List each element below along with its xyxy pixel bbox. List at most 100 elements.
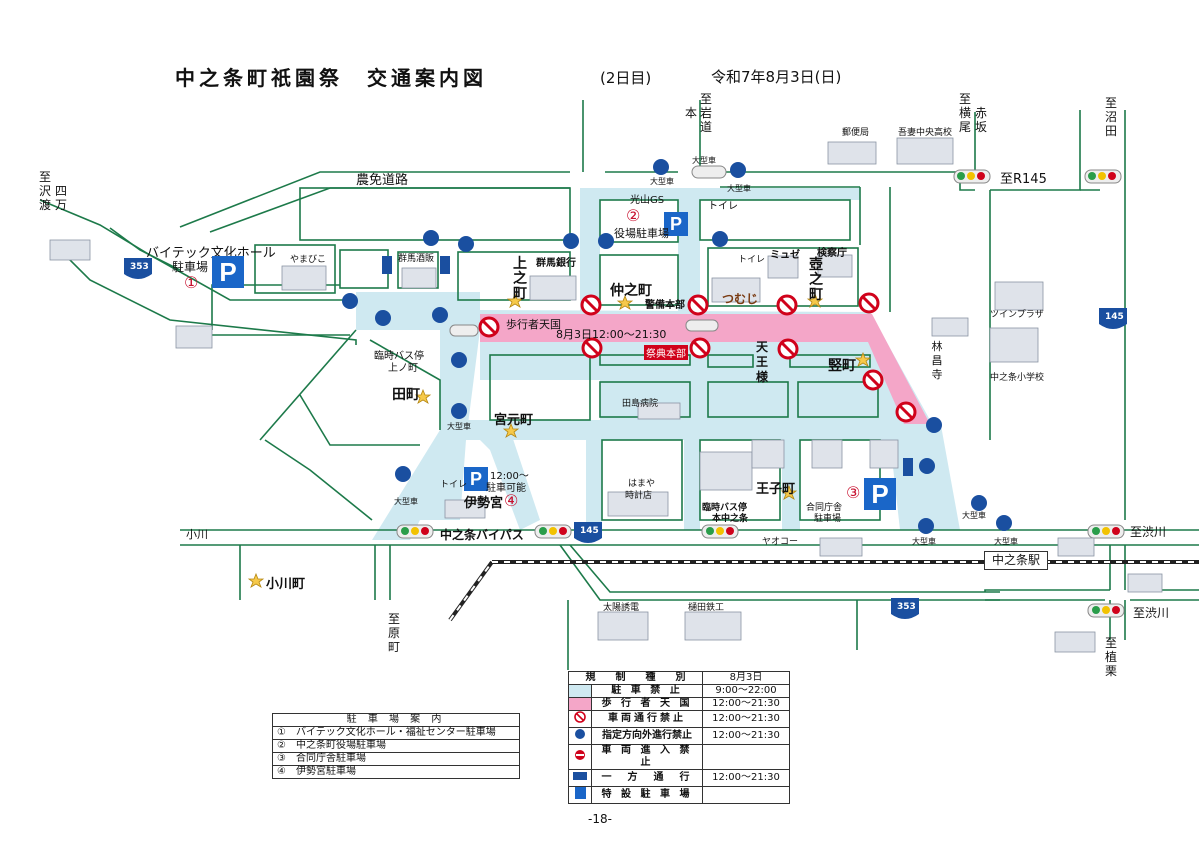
regulation-legend: 規 制 種 別 8月3日 駐 車 禁 止 9:00～22:00 歩 行 者 天 … [568, 671, 790, 804]
label-gocho-parking: 駐車場 [814, 514, 842, 524]
direction-shibukawa-1: 至渋川 [1130, 525, 1167, 539]
legend-time: 12:00～21:30 [702, 710, 790, 728]
route-145-bypass: 145 [580, 526, 599, 536]
legend-time [702, 744, 790, 770]
label-gas-station: 光山GS [630, 195, 665, 206]
label-post-office: 郵便局 [842, 128, 870, 138]
one-way-signs [382, 256, 913, 476]
parking-icon-4: P [464, 467, 488, 491]
route-353-west: 353 [130, 262, 149, 272]
direction-shima: 至沢渡 [38, 170, 51, 212]
large-vehicle-6: 大型車 [912, 537, 936, 546]
legend-time: 12:00～21:30 [702, 727, 790, 745]
label-hida-tekko: 樋田鉄工 [688, 603, 725, 613]
town-nakanomachi: 仲之町 [610, 283, 652, 299]
label-high-school: 吾妻中央高校 [898, 128, 953, 138]
town-tenno: 天王様 [755, 340, 768, 384]
label-yaoko: ヤオコー [762, 537, 799, 547]
legend-name: 車両通行禁止 [591, 710, 703, 728]
town-miyamoto: 宮元町 [494, 413, 534, 428]
label-elementary: 中之条小学校 [990, 373, 1045, 383]
town-tsuboicho: 壺之町 [809, 257, 823, 303]
legend-name: 歩 行 者 天 国 [591, 697, 703, 711]
route-145-east: 145 [1105, 312, 1124, 322]
map-subtitle: (2日目) [600, 69, 652, 87]
legend-swatch-no-vehicle [568, 710, 592, 728]
road-lines [39, 100, 1199, 670]
parking-guide-item: ③ 合同庁舎駐車場 [272, 752, 520, 766]
direction-numata: 至沼田 [1104, 96, 1117, 138]
event-date: 令和7年8月3日(日) [711, 68, 842, 86]
parking-number-2: ② [626, 206, 641, 225]
legend-time: 9:00～22:00 [702, 684, 790, 698]
direction-r145: 至R145 [1000, 172, 1047, 187]
legend-name: 特 設 駐 車 場 [591, 786, 703, 804]
label-bus-kaminomachi-2: 上ノ町 [388, 363, 418, 374]
direction-yokoo: 至横尾 [958, 92, 971, 134]
legend-name: 指定方向外進行禁止 [591, 727, 703, 745]
label-hamaya-2: 時計店 [625, 491, 653, 501]
label-office-parking: 役場駐車場 [614, 227, 669, 240]
large-vehicle-5: 大型車 [394, 497, 418, 506]
town-isemiya: 伊勢宮 [464, 496, 504, 511]
direction-ueki: 至植栗 [1104, 636, 1117, 678]
label-tsumuji: つむじ [722, 292, 759, 306]
road-ogawa: 小川 [186, 528, 208, 541]
label-rinshoji: 林昌寺 [931, 340, 943, 381]
label-toilet-2: トイレ [738, 255, 766, 265]
label-bus-honnakanojo-2: 本中之条 [712, 514, 749, 524]
direction-akasaka: 赤坂 [974, 106, 987, 134]
label-bus-honnakanojo: 臨時バス停 [702, 503, 748, 513]
label-pedestrian-time: 8月3日12:00～21:30 [556, 328, 667, 341]
parking-number-4: ④ [504, 491, 519, 510]
direction-shibukawa-2: 至渋川 [1133, 606, 1170, 620]
town-tatemachi: 竪町 [828, 358, 856, 374]
map-title: 中之条町祇園祭 交通案内図 [175, 66, 487, 90]
page-number: -18- [588, 812, 612, 826]
legend-swatch-no-parking [568, 684, 592, 698]
legend-time: 12:00～21:30 [702, 697, 790, 711]
legend-header-date: 8月3日 [702, 671, 790, 685]
large-vehicle-2: 大型車 [692, 156, 716, 165]
parking-guide-item: ④ 伊勢宮駐車場 [272, 765, 520, 779]
label-isemiya-time-2: 駐車可能 [486, 483, 526, 494]
label-toilet-1: トイレ [708, 201, 738, 212]
legend-swatch-pedestrian [568, 697, 592, 711]
label-gunma-bank: 群馬銀行 [536, 258, 576, 269]
parking-guide-table: 駐 車 場 案 内 ① バイテック文化ホール・福祉センター駐車場 ② 中之条町役… [272, 713, 520, 779]
town-ogawacho: 小川町 [266, 577, 306, 592]
parking-guide-item: ② 中之条町役場駐車場 [272, 739, 520, 753]
town-kaminomachi: 上之町 [513, 256, 527, 302]
legend-swatch-one-way [568, 769, 592, 787]
parking-number-3: ③ [846, 483, 861, 502]
direction-iwamotodo: 至岩本道 [685, 92, 712, 134]
nakanojo-station: 中之条駅 [984, 551, 1048, 570]
parking-icon-3: P [864, 478, 896, 510]
direction-shima-2: 四万 [54, 184, 67, 212]
large-vehicle-3: 大型車 [727, 184, 751, 193]
label-toilet-3: トイレ [440, 480, 468, 490]
label-bitec-hall: バイテック文化ホール [146, 246, 276, 261]
parking-number-1: ① [184, 273, 199, 292]
label-pedestrian-zone: 歩行者天国 [506, 318, 561, 331]
route-shields [124, 258, 1127, 619]
label-bus-kaminomachi: 臨時バス停 [374, 351, 424, 362]
town-tamachi: 田町 [392, 387, 420, 403]
parking-icon-1: P [212, 256, 244, 288]
label-yamabiko: やまびこ [290, 255, 327, 265]
large-vehicle-7: 大型車 [962, 511, 986, 520]
building-icons [49, 137, 1163, 653]
large-vehicle-4: 大型車 [447, 422, 471, 431]
legend-time: 12:00～21:30 [702, 769, 790, 787]
traffic-lights [396, 165, 1125, 618]
label-gocho: 合同庁舎 [806, 503, 843, 513]
label-hall-parking: 駐車場 [172, 260, 209, 274]
parking-icon-2: P [664, 212, 688, 236]
label-twinplaza: ツインプラザ [990, 310, 1044, 320]
legend-name: 駐 車 禁 止 [591, 684, 703, 698]
legend-swatch-no-entry [568, 744, 592, 770]
legend-swatch-parking [568, 786, 592, 804]
label-prosecutor: 検察庁 [817, 248, 847, 259]
direction-signs [342, 159, 1012, 534]
